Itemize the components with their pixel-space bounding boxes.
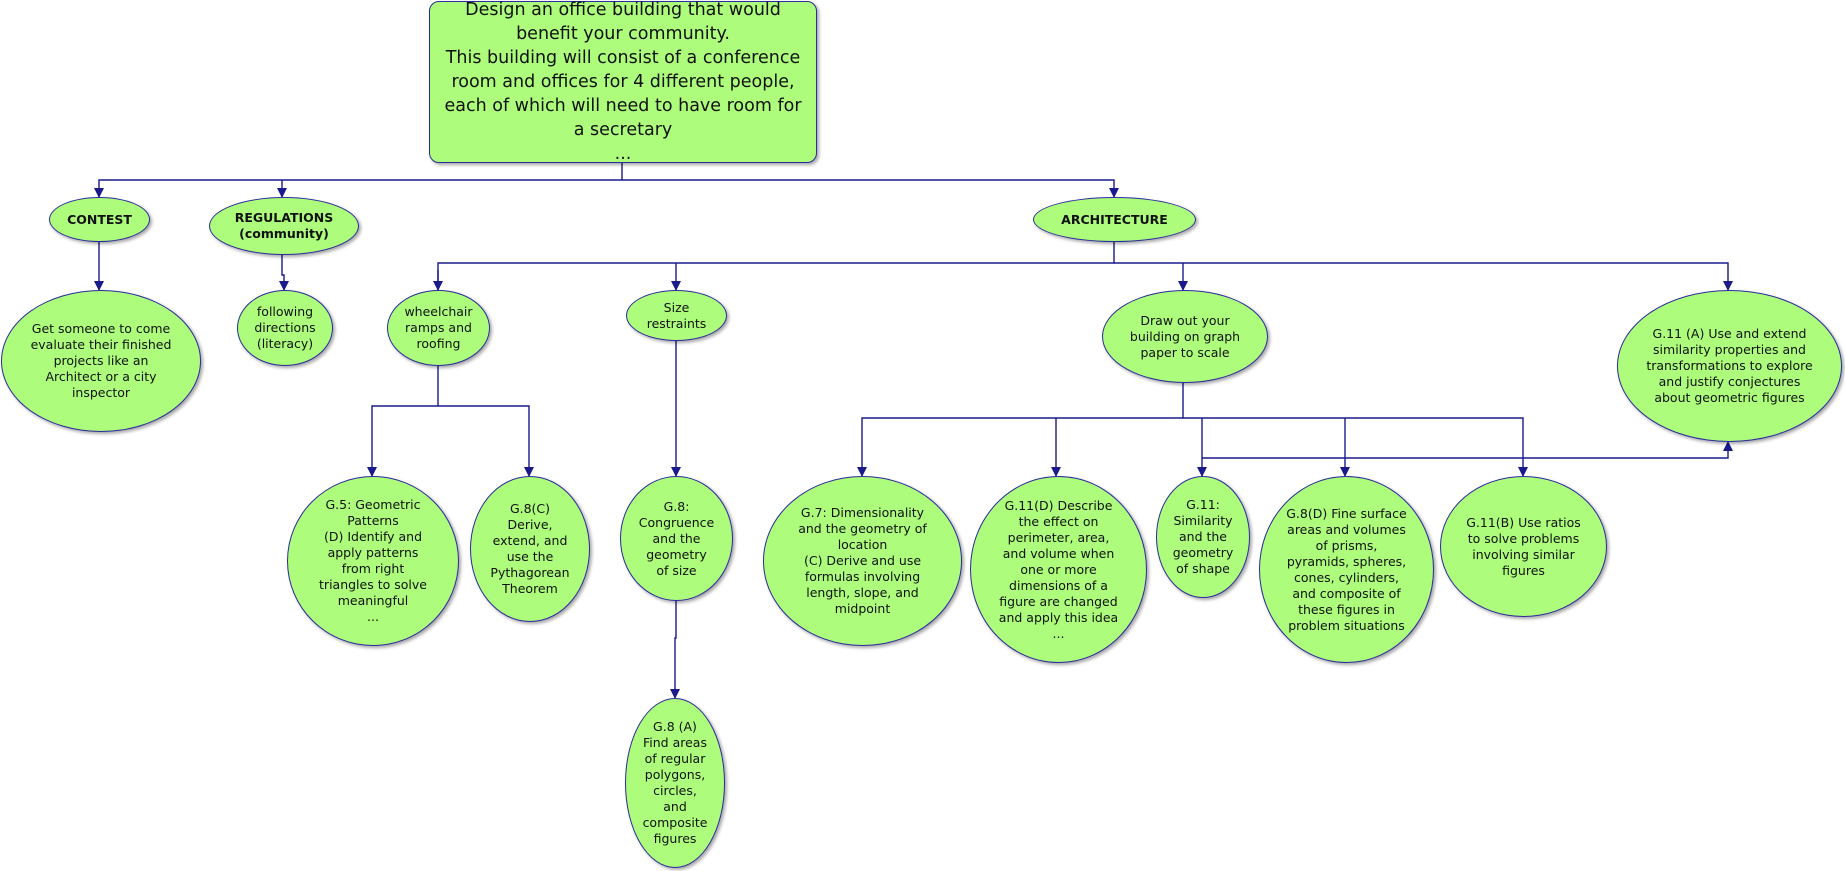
edge-draw-bus: [857, 383, 1184, 477]
g7-text: G.7: Dimensionality and the geometry of …: [798, 505, 927, 616]
regulations-label: REGULATIONS (community): [234, 210, 334, 241]
contest-node: CONTEST: [49, 197, 150, 242]
wheelchair-node: wheelchair ramps and roofing: [387, 290, 490, 366]
edge-wheelchair-g8c: [438, 405, 534, 477]
edge-g8-g8a: [670, 601, 680, 699]
root-node: Design an office building that would ben…: [429, 0, 817, 164]
g11-text: G.11: Similarity and the geometry of sha…: [1172, 497, 1234, 576]
draw-out-text: Draw out your building on graph paper to…: [1129, 312, 1241, 360]
contest-eval-text: Get someone to come evaluate their finis…: [30, 321, 172, 400]
following-directions-node: following directions (literacy): [237, 290, 333, 366]
architecture-label: ARCHITECTURE: [1061, 211, 1168, 227]
edge-architecture-bus: [437, 242, 1115, 290]
g8d-text: G.8(D) Fine surface areas and volumes of…: [1286, 505, 1407, 633]
g11b-text: G.11(B) Use ratios to solve problems inv…: [1466, 514, 1581, 578]
g11d-text: G.11(D) Describe the effect on perimeter…: [998, 497, 1119, 641]
root-text: Design an office building that would ben…: [444, 0, 802, 164]
wheelchair-text: wheelchair ramps and roofing: [404, 304, 473, 351]
g8-node: G.8: Congruence and the geometry of size: [620, 476, 733, 601]
size-restraints-text: Size restraints: [646, 299, 707, 331]
g7-node: G.7: Dimensionality and the geometry of …: [763, 476, 962, 646]
g8d-node: G.8(D) Fine surface areas and volumes of…: [1259, 476, 1434, 663]
g11d-node: G.11(D) Describe the effect on perimeter…: [970, 476, 1147, 663]
size-restraints-node: Size restraints: [626, 290, 727, 341]
edge-arch-g11a: [1114, 262, 1733, 291]
edge-draw-g11b: [1183, 417, 1528, 477]
edge-wheelchair-bus: [367, 366, 439, 477]
g8c-text: G.8(C) Derive, extend, and use the Pytha…: [490, 501, 570, 596]
edge-root-contest: [94, 163, 623, 198]
g5-text: G.5: Geometric Patterns (D) Identify and…: [319, 497, 427, 624]
edge-root-architecture: [622, 179, 1119, 198]
following-directions-text: following directions (literacy): [254, 304, 316, 351]
edge-g11-g11a: [1202, 441, 1733, 459]
g8a-node: G.8 (A) Find areas of regular polygons, …: [625, 698, 725, 868]
g8-text: G.8: Congruence and the geometry of size: [638, 498, 715, 578]
g8c-node: G.8(C) Derive, extend, and use the Pytha…: [470, 476, 590, 622]
g11a-node: G.11 (A) Use and extend similarity prope…: [1617, 290, 1842, 442]
architecture-node: ARCHITECTURE: [1033, 197, 1196, 242]
g11-node: G.11: Similarity and the geometry of sha…: [1156, 476, 1250, 598]
contest-eval-node: Get someone to come evaluate their finis…: [1, 290, 201, 432]
g5-node: G.5: Geometric Patterns (D) Identify and…: [287, 476, 459, 646]
g8a-text: G.8 (A) Find areas of regular polygons, …: [642, 719, 708, 846]
g11b-node: G.11(B) Use ratios to solve problems inv…: [1440, 476, 1607, 617]
g11a-text: G.11 (A) Use and extend similarity prope…: [1646, 326, 1813, 405]
contest-label: CONTEST: [67, 211, 132, 227]
draw-out-node: Draw out your building on graph paper to…: [1102, 290, 1268, 383]
edge-regulations-directions: [279, 255, 289, 291]
regulations-node: REGULATIONS (community): [209, 197, 359, 255]
